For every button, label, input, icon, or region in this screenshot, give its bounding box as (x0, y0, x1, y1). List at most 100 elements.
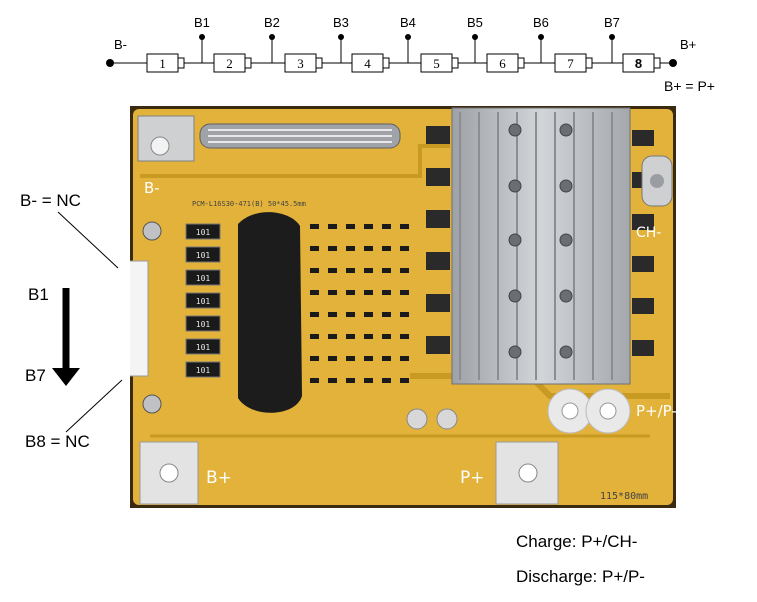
smd-part (310, 290, 319, 295)
heatsink-bolt (559, 123, 573, 137)
tap-dot (269, 34, 275, 40)
resistor-marking: 101 (196, 251, 211, 260)
smd-part (328, 334, 337, 339)
tap-dot (338, 34, 344, 40)
smd-part (400, 224, 409, 229)
pplus-hole (518, 463, 538, 483)
node-bplus-dot (669, 59, 677, 67)
tap-label: B5 (467, 15, 483, 30)
resistor: 101 (185, 292, 221, 309)
tap-dot (405, 34, 411, 40)
heatsink-bolt (559, 179, 573, 193)
mosfet-left (426, 294, 450, 312)
capacitor-pad (406, 408, 428, 430)
smd-part (328, 290, 337, 295)
tap-b3: B3 (333, 15, 349, 63)
cell-terminal (382, 57, 390, 69)
cell-8: 8 (622, 53, 661, 73)
smd-part (328, 268, 337, 273)
mosfet-left (426, 252, 450, 270)
smd-part (382, 334, 391, 339)
smd-part (364, 312, 373, 317)
smd-part (310, 378, 319, 383)
smd-component-grid (310, 224, 409, 383)
silk-pplus: P+ (460, 468, 485, 488)
tap-b4: B4 (400, 15, 416, 63)
resistor-body (185, 338, 221, 355)
heatsink-bolt (559, 345, 573, 359)
mosfet-right (632, 340, 654, 356)
discharge-note: Discharge: P+/P- (516, 567, 645, 586)
smd-part (310, 268, 319, 273)
smd-part (346, 356, 355, 361)
smd-part (400, 268, 409, 273)
smd-part (328, 356, 337, 361)
cell-number: 5 (433, 56, 440, 71)
bminus-nc-callout: B- = NC (20, 191, 81, 210)
smd-part (364, 246, 373, 251)
smd-part (346, 378, 355, 383)
pp-hole (599, 402, 617, 420)
smd-part (382, 268, 391, 273)
capacitor-pad (436, 408, 458, 430)
cell-number: 6 (499, 56, 506, 71)
smd-part (364, 334, 373, 339)
resistor-body (185, 292, 221, 309)
cell-6: 6 (486, 53, 525, 73)
smd-part (400, 312, 409, 317)
silk-ch: CH- (636, 225, 661, 241)
pcb-trace (140, 144, 450, 178)
mosfet-left (426, 126, 450, 144)
resistor-body (185, 269, 221, 286)
resistor-body (185, 246, 221, 263)
heatsink-bolt (559, 233, 573, 247)
smd-part (364, 290, 373, 295)
cell-terminal (451, 57, 459, 69)
silk-bminus: B- (144, 179, 160, 197)
mosfet-left (426, 336, 450, 354)
cell-number: 8 (635, 56, 642, 71)
cell-number: 4 (364, 56, 371, 71)
resistor: 101 (185, 223, 221, 240)
resistor: 101 (185, 338, 221, 355)
smd-part (328, 224, 337, 229)
mosfet-left (426, 210, 450, 228)
mount-screw (142, 394, 162, 414)
mosfet-right (632, 130, 654, 146)
smd-part (346, 290, 355, 295)
heatsink-bolt (559, 289, 573, 303)
resistor: 101 (185, 361, 221, 378)
cell-4: 4 (351, 53, 390, 73)
smd-part (310, 334, 319, 339)
heatsink-bolt (508, 179, 522, 193)
cell-terminal (315, 57, 323, 69)
smd-part (400, 290, 409, 295)
mosfet-right (632, 298, 654, 314)
cell-number: 7 (567, 56, 574, 71)
tap-label: B4 (400, 15, 416, 30)
mosfet-right (632, 214, 654, 230)
smd-part (310, 356, 319, 361)
bminus-nc-leader (57, 211, 119, 269)
resistor-marking: 101 (196, 366, 211, 375)
pplus-pad (495, 441, 559, 505)
resistor-body (185, 361, 221, 378)
resistor-marking: 101 (196, 297, 211, 306)
smd-part (364, 378, 373, 383)
tap-b5: B5 (467, 15, 483, 63)
smd-part (382, 290, 391, 295)
cell-terminal (177, 57, 185, 69)
smd-part (328, 378, 337, 383)
resistor: 101 (185, 315, 221, 332)
ch-hole (650, 174, 664, 188)
smd-part (310, 224, 319, 229)
smd-part (328, 246, 337, 251)
mosfet-right (632, 256, 654, 272)
tap-label: B3 (333, 15, 349, 30)
bplus-equals-pplus-label: B+ = P+ (664, 78, 715, 94)
tap-dot (538, 34, 544, 40)
charge-note: Charge: P+/CH- (516, 532, 638, 551)
cell-2: 2 (213, 53, 252, 73)
smd-part (346, 334, 355, 339)
